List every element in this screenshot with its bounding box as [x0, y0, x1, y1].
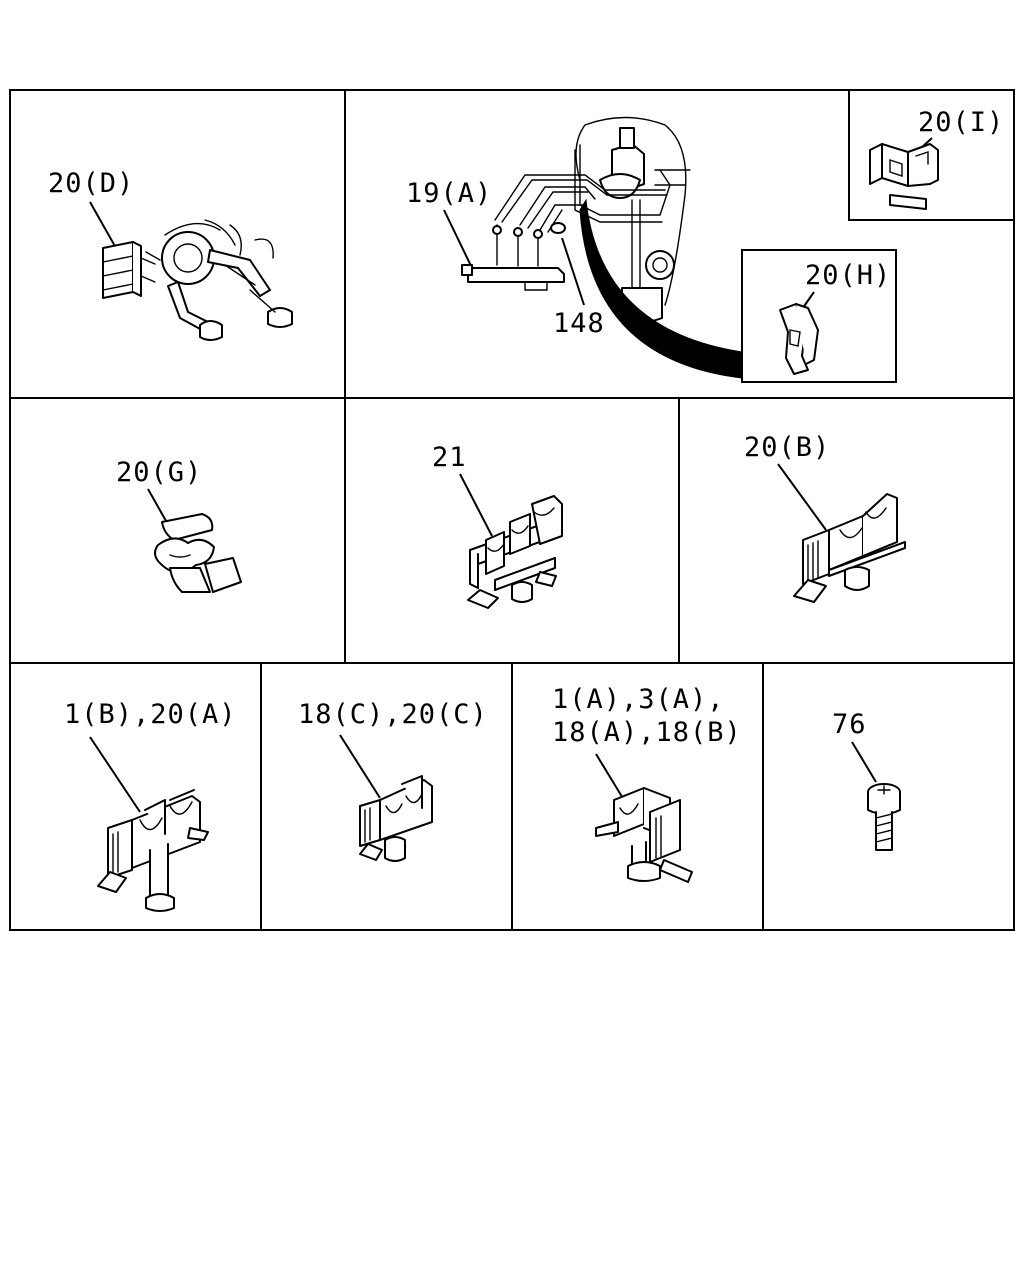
label-76: 76: [832, 709, 867, 740]
clip-18c-20c-icon: [359, 775, 433, 862]
cell-1a-3a-18a-18b: 1(A),3(A), 18(A),18(B): [552, 684, 742, 883]
label-21: 21: [432, 442, 467, 473]
clip-20g-icon: [154, 513, 242, 593]
clip-20b-icon: [793, 493, 906, 603]
label-20b: 20(B): [744, 432, 830, 463]
cell-20d: 20(D): [48, 168, 293, 341]
label-1a-3a-line1: 1(A),3(A),: [552, 684, 725, 715]
label-148: 148: [553, 308, 605, 339]
label-20h: 20(H): [805, 260, 891, 291]
clip-21-icon: [467, 495, 563, 609]
cell-21: 21: [432, 442, 563, 609]
cell-1b-20a: 1(B),20(A): [64, 699, 237, 912]
clip-20i-icon: [869, 143, 939, 210]
label-20d: 20(D): [48, 168, 134, 199]
pipe-assembly-icon: [461, 116, 691, 323]
clip-1b-20a-icon: [97, 789, 209, 912]
pedal-assembly-icon: [145, 219, 293, 341]
clip-1a-3a-18a-18b-icon: [595, 787, 693, 883]
label-1b-20a: 1(B),20(A): [64, 699, 237, 730]
label-19a: 19(A): [406, 178, 492, 209]
label-18c-20c: 18(C),20(C): [298, 699, 488, 730]
cell-20b: 20(B): [744, 432, 906, 603]
inset-20i: 20(I): [848, 89, 1015, 221]
clip-20d-icon: [102, 241, 156, 299]
cell-19a-148: 19(A) 148: [406, 116, 743, 379]
inset-20h: 20(H): [741, 249, 897, 383]
label-1a-3a-line2: 18(A),18(B): [552, 717, 742, 748]
label-20i: 20(I): [918, 107, 1004, 138]
screw-76-icon: [867, 783, 901, 851]
label-20g: 20(G): [116, 457, 202, 488]
cell-18c-20c: 18(C),20(C): [298, 699, 488, 862]
clip-20h-icon: [779, 303, 819, 375]
cell-20g: 20(G): [116, 457, 242, 593]
grid-frame: [9, 89, 1015, 931]
cell-76: 76: [832, 709, 901, 851]
